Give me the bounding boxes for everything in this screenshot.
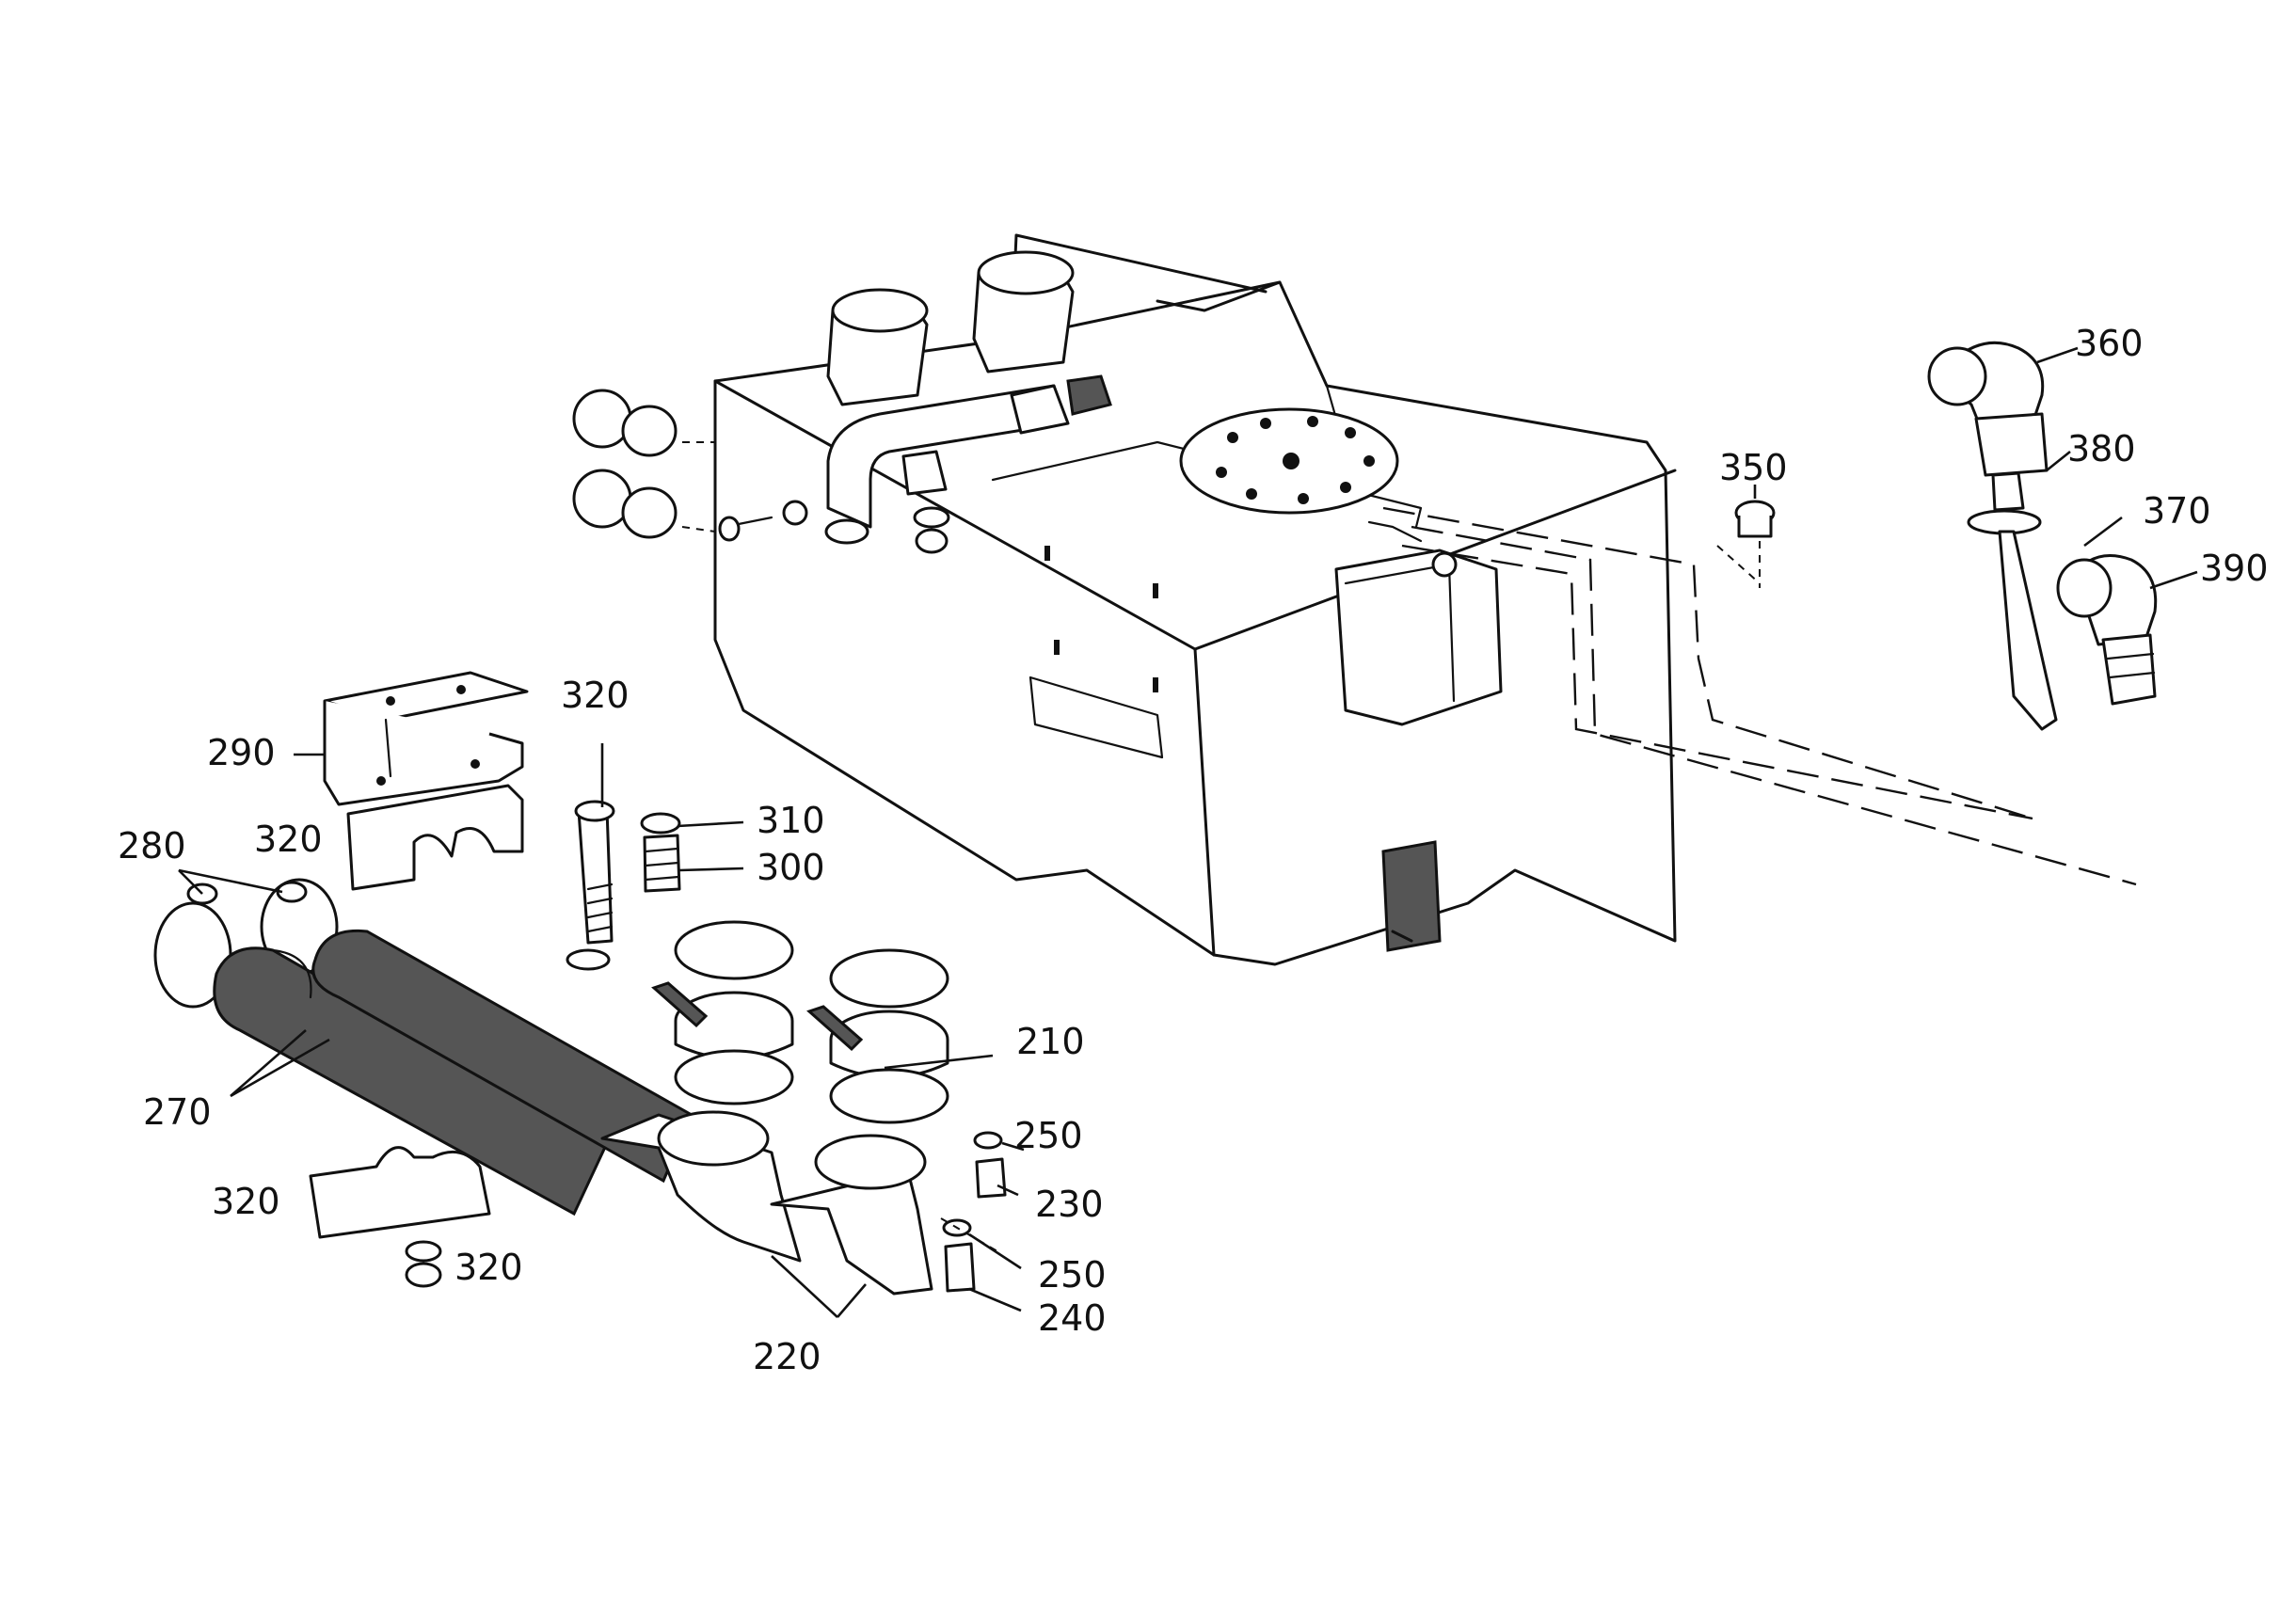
callout-320-nut: 320 [454,1247,523,1288]
callout-360: 360 [2075,323,2144,364]
part-380-dipstick [1967,471,2058,731]
part-320-upper-clamp-block [346,784,524,891]
callout-370: 370 [2143,490,2211,532]
callout-380: 380 [2067,428,2136,469]
callout-210: 210 [1016,1021,1085,1062]
callout-390: 390 [2200,548,2269,589]
callout-280: 280 [118,825,186,867]
part-320-lower-clamp-block [309,1146,491,1288]
callout-230: 230 [1035,1184,1104,1225]
callout-300: 300 [757,847,825,888]
part-320-bolt-vertical [566,800,615,971]
return-lines-dashed [1382,506,2137,886]
part-390-elbow [2056,554,2158,706]
callout-250-upper: 250 [1014,1115,1083,1156]
parts-230-240-250-screws [940,1131,1007,1293]
callout-220: 220 [753,1336,821,1377]
callout-250-lower: 250 [1038,1254,1107,1296]
part-220-elbows [600,1110,933,1296]
parts-300-310-washer-nut [640,812,681,893]
tank-top-valves-and-pipe [824,250,1112,554]
callout-320-lower-block: 320 [212,1181,280,1222]
part-210-valves [651,920,949,1124]
callout-290: 290 [207,732,276,773]
hydraulic-tank [713,233,1677,966]
left-fittings-pair [572,389,808,542]
part-350-plug [1734,500,1776,538]
callout-310: 310 [757,800,825,841]
callout-240: 240 [1038,1297,1107,1339]
part-290-bracket [323,671,529,806]
leader-lines [178,346,2198,1318]
part-360-elbow [1927,341,2049,477]
callout-320-upper-block: 320 [254,819,323,860]
part-number-callouts: 210 220 230 240 250 250 270 280 290 300 … [118,323,2269,1377]
callout-270: 270 [143,1091,212,1133]
callout-350: 350 [1719,447,1788,488]
callout-320-bolt: 320 [561,675,630,716]
